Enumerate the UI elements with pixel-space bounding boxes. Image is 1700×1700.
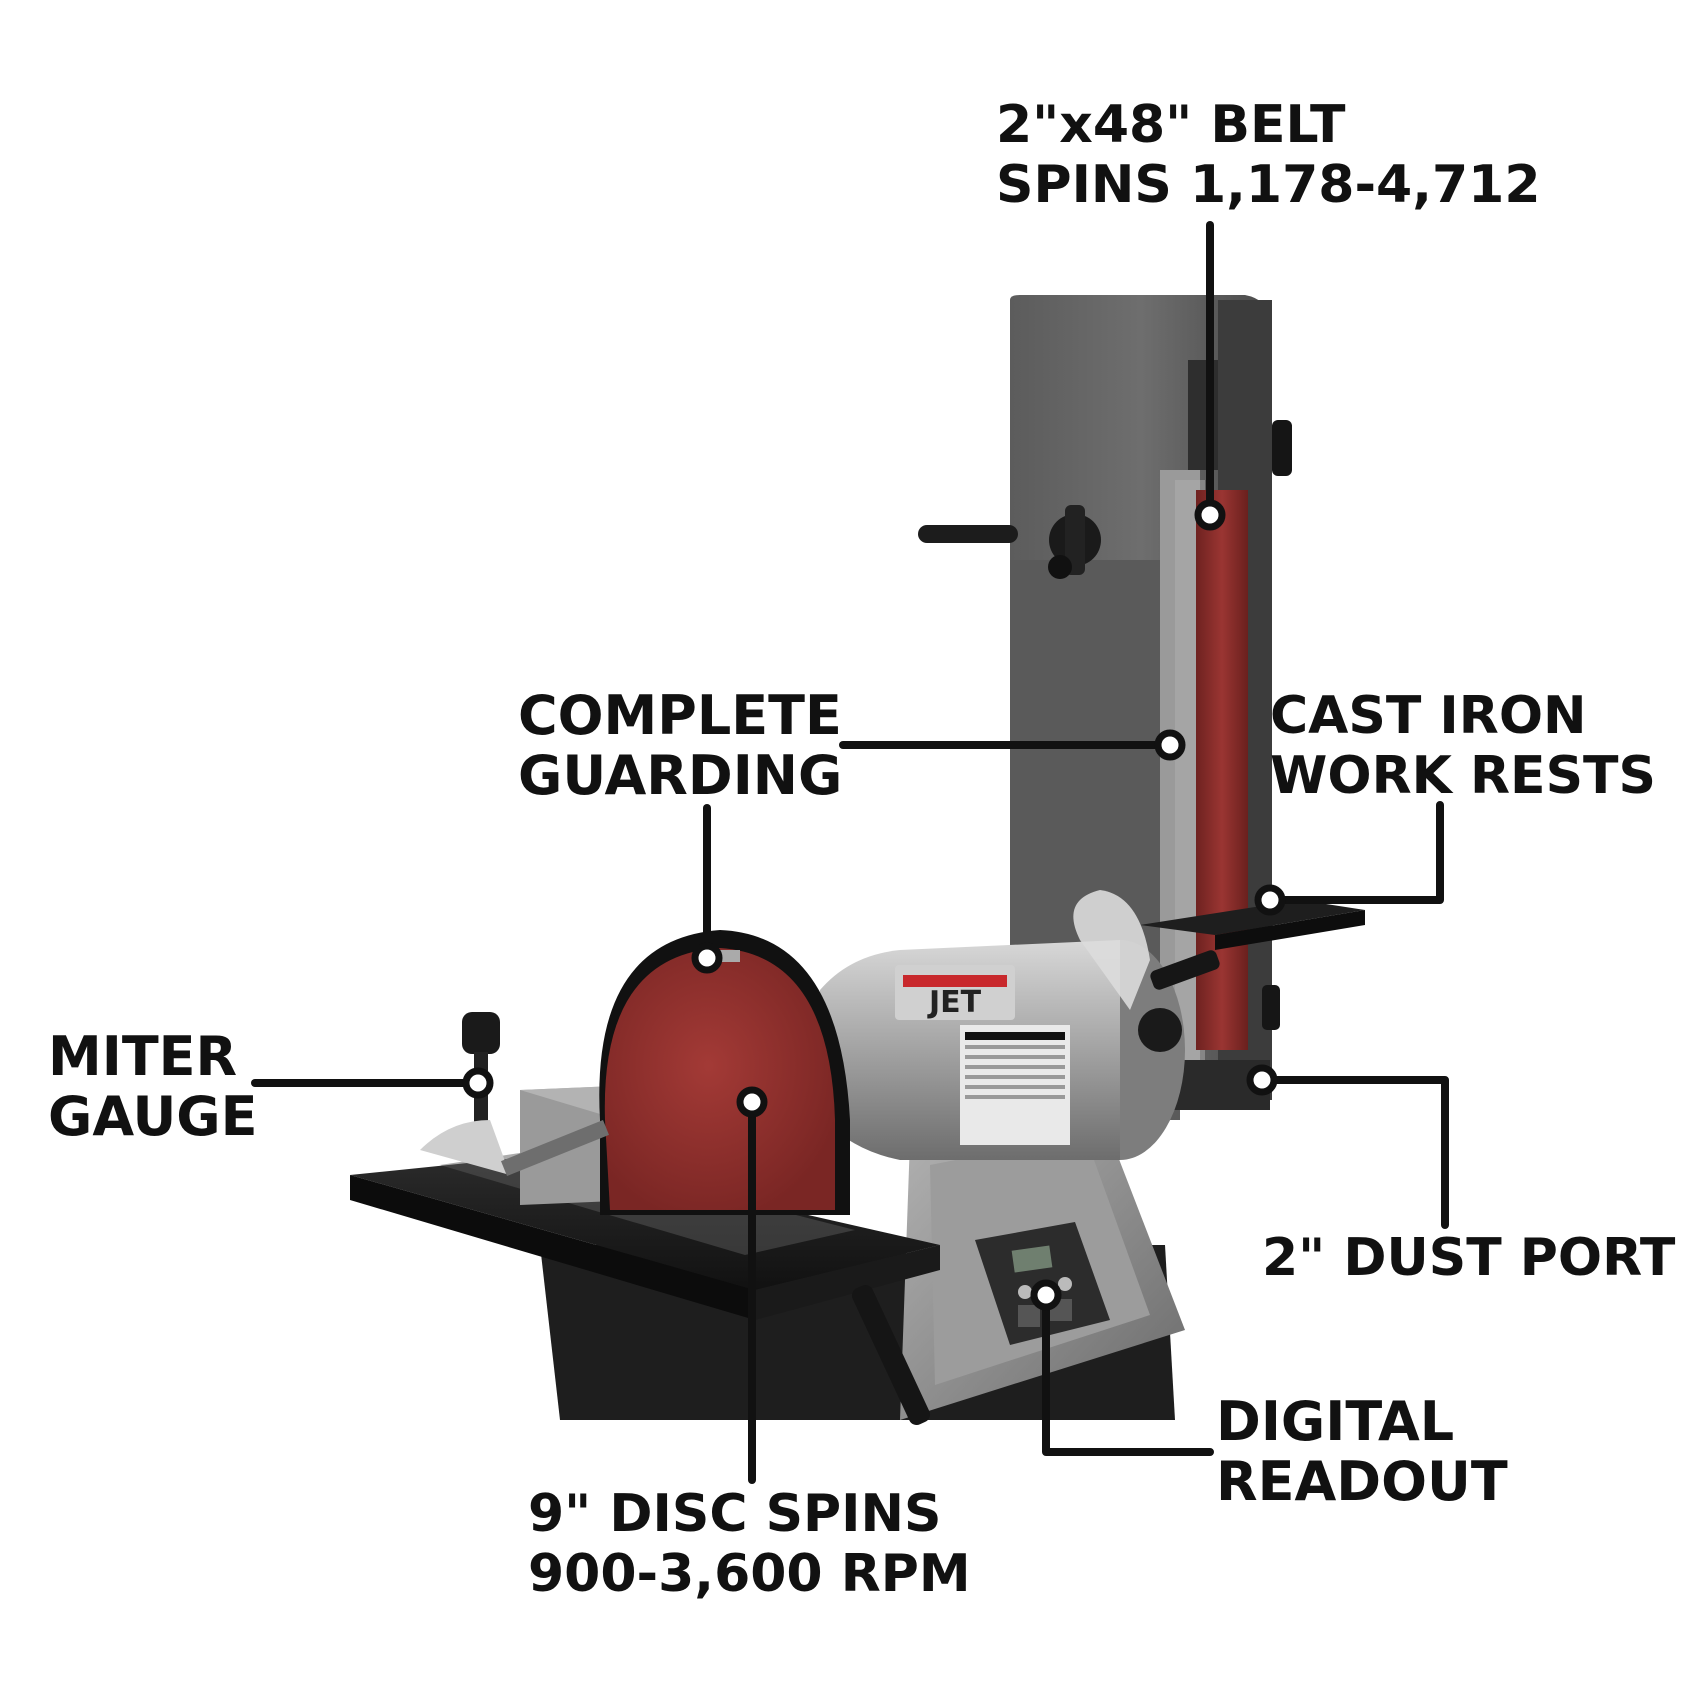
callout-belt-line2: SPINS 1,178-4,712 [996,155,1541,215]
dot-miter [462,1067,494,1099]
callout-work-rests-line2: WORK RESTS [1270,746,1656,806]
table-lock-handle [851,1285,931,1425]
dot-readout [1030,1279,1062,1311]
dot-guarding [1154,729,1186,761]
dot-work-rests [1254,884,1286,916]
leader-work-rests [1266,801,1444,904]
leader-dots [462,499,1286,1311]
callout-guarding-line1: COMPLETE [518,684,842,747]
callout-guarding-line2: GUARDING [518,744,843,807]
leader-lines [251,221,1449,1484]
callout-belt: 2"x48" BELT SPINS 1,178-4,712 [996,95,1541,215]
callout-readout-line1: DIGITAL [1216,1390,1455,1453]
callout-miter-line2: GAUGE [48,1085,258,1148]
callout-work-rests-line1: CAST IRON [1270,686,1587,746]
callout-miter-gauge: MITER GAUGE [48,1027,258,1147]
belt-tension-knob [918,420,1292,579]
callout-disc-line2: 900-3,600 RPM [528,1544,971,1604]
dot-belt [1194,499,1226,531]
callout-digital-readout: DIGITAL READOUT [1216,1392,1508,1512]
callout-disc-line1: 9" DISC SPINS [528,1484,942,1544]
dot-guarding-down [691,942,723,974]
callout-dust-port: 2" DUST PORT [1262,1228,1675,1288]
brand-badge: JET [927,985,982,1020]
callout-readout-line2: READOUT [1216,1450,1508,1513]
leader-readout [1042,1291,1214,1456]
callout-miter-line1: MITER [48,1025,238,1088]
motor-housing: JET [820,940,1185,1160]
callout-guarding: COMPLETE GUARDING [518,686,842,806]
callout-disc: 9" DISC SPINS 900-3,600 RPM [528,1484,971,1604]
cast-iron-work-rest [1073,890,1365,1052]
dot-dust-port [1246,1064,1278,1096]
sanding-disc [599,930,850,1215]
dot-disc [736,1086,768,1118]
callout-work-rests: CAST IRON WORK RESTS [1270,686,1656,806]
callout-belt-line1: 2"x48" BELT [996,95,1346,155]
leader-dust-port [1258,1076,1449,1229]
callout-dust-port-line1: 2" DUST PORT [1262,1228,1676,1288]
